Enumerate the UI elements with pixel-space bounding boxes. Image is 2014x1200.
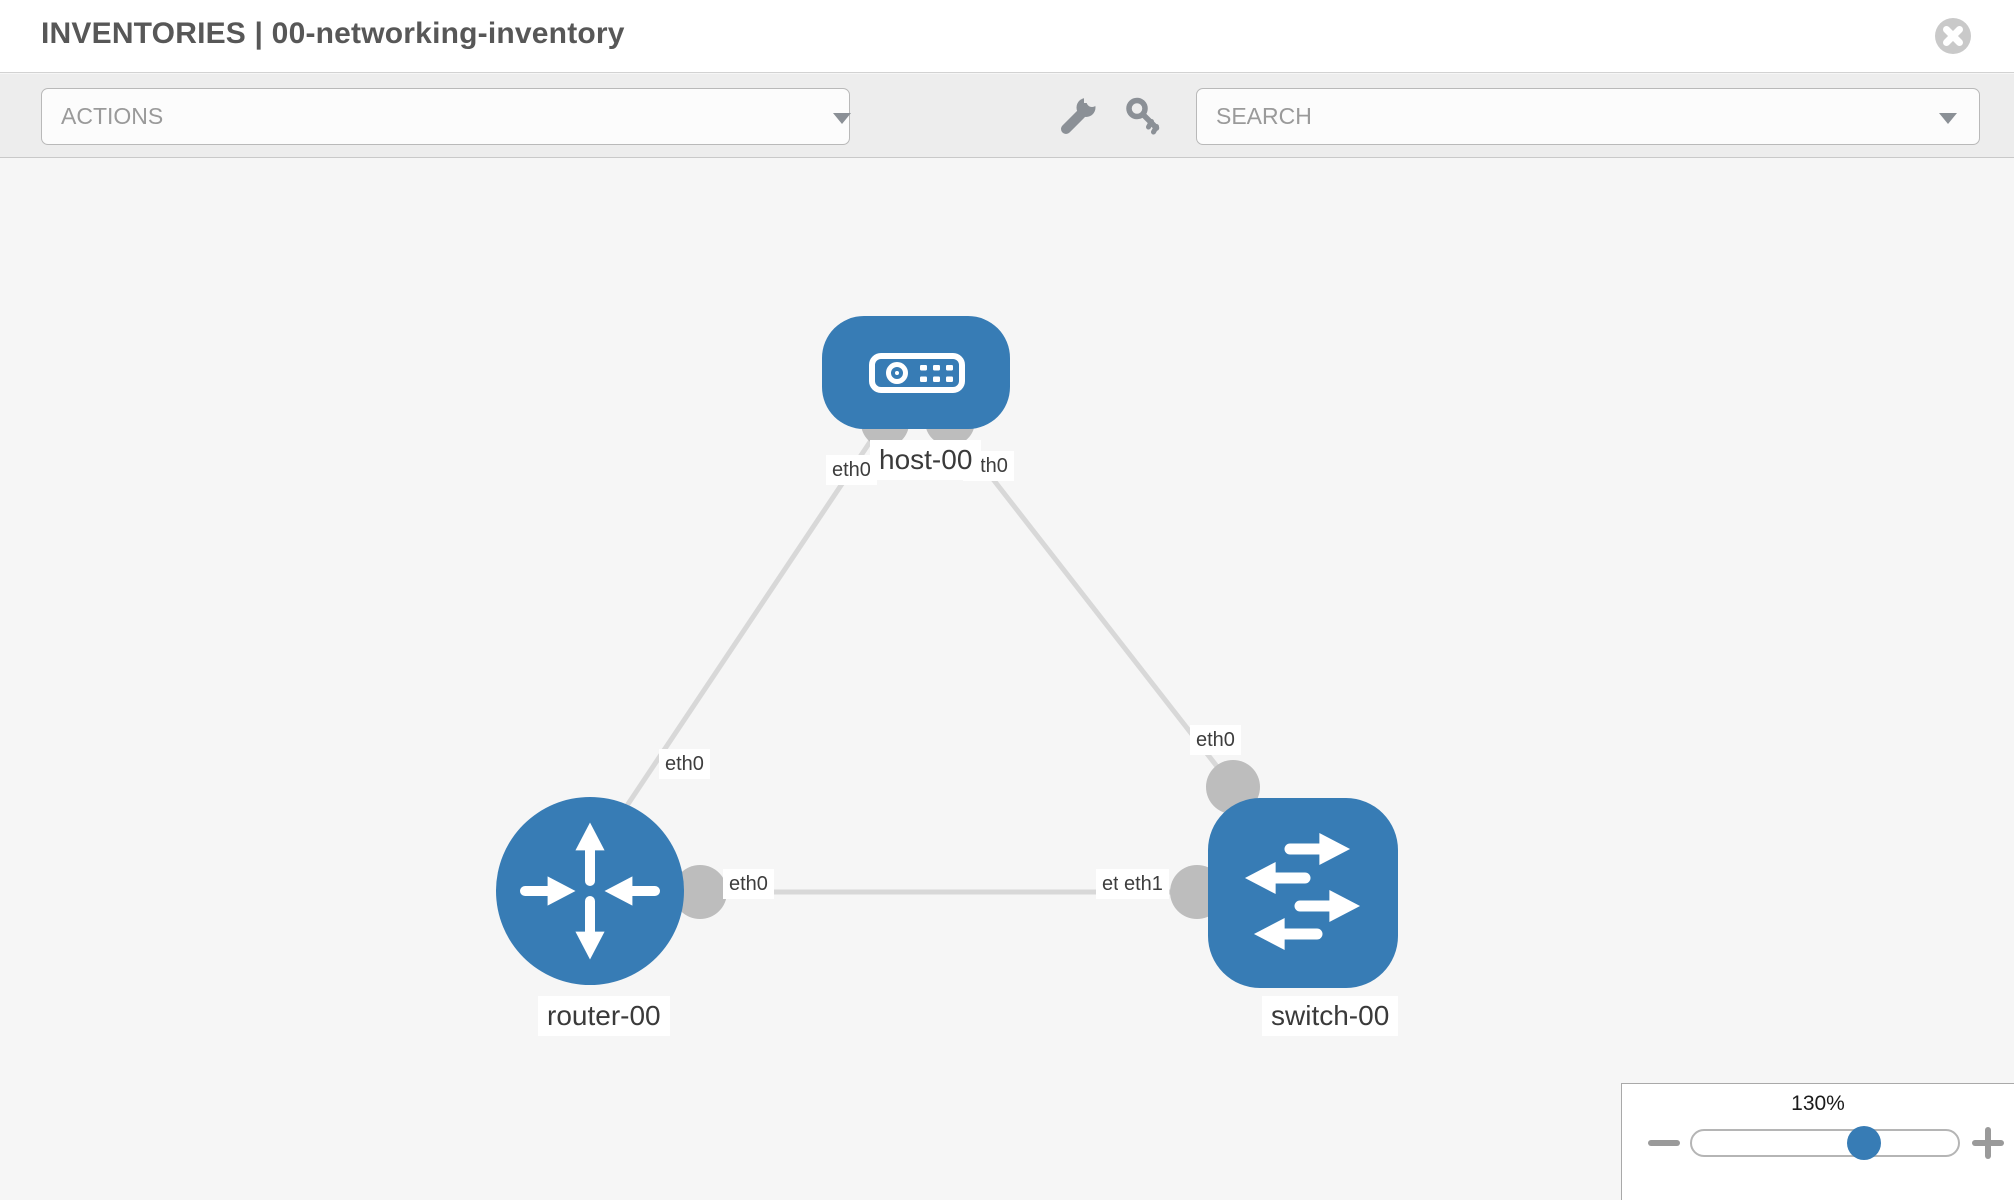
node-switch-00[interactable]: [1208, 798, 1398, 988]
actions-dropdown-label: ACTIONS: [61, 103, 164, 129]
search-dropdown[interactable]: SEARCH: [1196, 88, 1980, 145]
topology-links: [615, 422, 1235, 895]
search-dropdown-label: SEARCH: [1216, 103, 1312, 129]
interface-label: eth0: [826, 455, 877, 485]
actions-dropdown[interactable]: ACTIONS: [41, 88, 851, 145]
node-host-00[interactable]: [822, 316, 1010, 429]
host-icon: [869, 353, 965, 393]
zoom-slider-thumb[interactable]: [1847, 1126, 1881, 1160]
zoom-level-label: 130%: [1791, 1092, 1845, 1115]
interface-label: eth1: [1118, 869, 1169, 899]
zoom-out-button[interactable]: [1648, 1140, 1680, 1146]
wrench-icon[interactable]: [1058, 96, 1098, 136]
link-host-switch[interactable]: [948, 422, 1235, 789]
interface-dot: [673, 865, 727, 919]
node-label-switch-00: switch-00: [1262, 996, 1399, 1036]
node-label-host-00: host-00: [870, 440, 982, 480]
chevron-down-icon: [1939, 113, 1957, 124]
switch-icon: [1244, 832, 1361, 951]
interface-label: eth0: [1190, 725, 1241, 755]
topology-canvas[interactable]: eth0 eth1 eth0 eth0 eth0 eth0 eth0 host-…: [0, 159, 2014, 1200]
key-icon[interactable]: [1124, 96, 1164, 136]
interface-label: eth0: [659, 749, 710, 779]
interface-label: eth0: [723, 869, 774, 899]
zoom-in-button[interactable]: [1972, 1127, 2004, 1159]
zoom-slider-track[interactable]: [1690, 1129, 1960, 1157]
page-title: INVENTORIES | 00-networking-inventory: [41, 17, 625, 50]
header-bar: INVENTORIES | 00-networking-inventory: [0, 0, 2014, 73]
zoom-control-panel: 130%: [1621, 1083, 2014, 1200]
close-icon[interactable]: [1934, 17, 1972, 55]
toolbar: ACTIONS SEARCH: [0, 74, 2014, 158]
node-label-router-00: router-00: [538, 996, 670, 1036]
router-icon: [520, 822, 660, 960]
link-host-router[interactable]: [615, 425, 883, 821]
node-router-00[interactable]: [496, 797, 684, 985]
chevron-down-icon: [833, 113, 851, 124]
